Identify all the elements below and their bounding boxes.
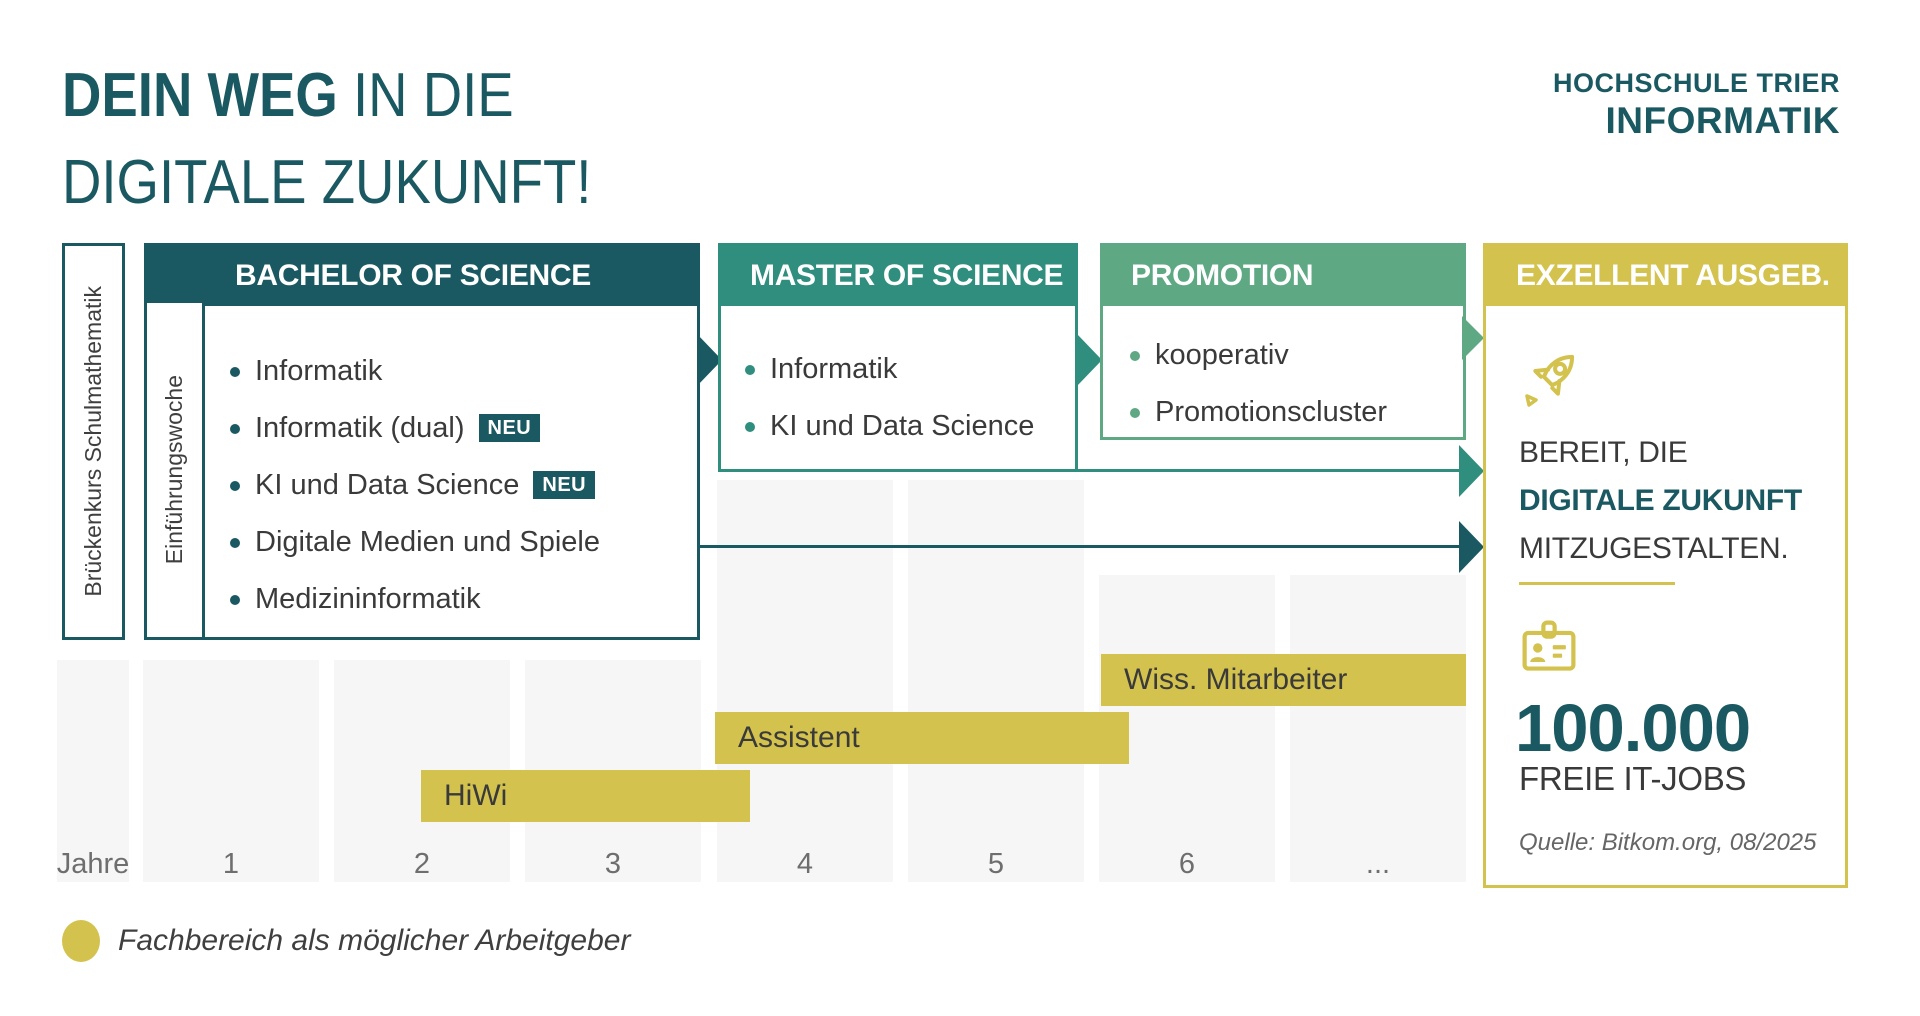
axis-label-jahre: Jahre — [56, 848, 130, 880]
intro-week-label: Einführungswoche — [161, 375, 187, 565]
bullet-icon — [230, 538, 240, 548]
bullet-icon — [230, 481, 240, 491]
bullet-icon — [745, 365, 755, 375]
outcome-header: EXZELLENT AUSGEB. — [1486, 246, 1845, 306]
neu-badge: NEU — [533, 471, 596, 499]
column-stripe-more — [1290, 575, 1466, 882]
outcome-line3: MITZUGESTALTEN. — [1519, 532, 1789, 565]
promotion-header: PROMOTION — [1103, 246, 1463, 306]
outcome-line1: BEREIT, DIE — [1519, 436, 1688, 469]
list-item: Informatik — [745, 341, 1034, 398]
outcome-message: BEREIT, DIE DIGITALE ZUKUNFT MITZUGESTAL… — [1519, 429, 1802, 573]
year-tick-1: 1 — [222, 848, 240, 880]
year-tick-more: ... — [1365, 848, 1391, 880]
bachelor-header-label: BACHELOR OF SCIENCE — [235, 259, 591, 292]
legend-label: Fachbereich als möglicher Arbeitgeber — [118, 924, 631, 957]
year-tick-3: 3 — [604, 848, 622, 880]
bachelor-box: BACHELOR OF SCIENCE — [144, 243, 700, 640]
outcome-box: EXZELLENT AUSGEB. — [1483, 243, 1848, 888]
intro-week-column: Einführungswoche — [147, 303, 205, 637]
column-stripe-year5 — [908, 480, 1084, 882]
master-to-outcome-arrow-icon — [1459, 445, 1484, 497]
year-tick-4: 4 — [796, 848, 814, 880]
employment-bar-assistent: Assistent — [715, 712, 1129, 764]
outcome-line2: DIGITALE ZUKUNFT — [1519, 484, 1802, 517]
page-title: DEIN WEG IN DIE DIGITALE ZUKUNFT! — [62, 52, 591, 226]
rocket-icon — [1525, 354, 1575, 407]
bullet-icon — [745, 422, 755, 432]
list-item: Digitale Medien und Spiele — [230, 514, 600, 571]
master-to-outcome-line — [1078, 469, 1460, 472]
logo-line1: HOCHSCHULE TRIER — [1552, 68, 1840, 98]
legend-dot-icon — [62, 920, 100, 962]
legend: Fachbereich als möglicher Arbeitgeber — [62, 920, 630, 962]
master-to-promotion-arrow-icon — [1077, 334, 1102, 386]
bullet-icon — [230, 424, 240, 434]
master-header-label: MASTER OF SCIENCE — [750, 259, 1064, 292]
master-program-list: Informatik KI und Data Science — [745, 341, 1034, 455]
outcome-header-label: EXZELLENT AUSGEB. — [1516, 259, 1830, 292]
neu-badge: NEU — [478, 414, 541, 442]
title-bold: DEIN WEG — [62, 61, 338, 130]
bridge-course-box: Brückenkurs Schulmathematik — [62, 243, 125, 640]
bullet-icon — [1130, 408, 1140, 418]
promotion-header-label: PROMOTION — [1131, 259, 1314, 292]
source-citation: Quelle: Bitkom.org, 08/2025 — [1519, 829, 1817, 856]
bar-label: HiWi — [444, 779, 508, 812]
bullet-icon — [230, 595, 240, 605]
stat-label: FREIE IT-JOBS — [1519, 760, 1747, 797]
year-tick-6: 6 — [1178, 848, 1196, 880]
bachelor-to-outcome-arrow-icon — [1459, 521, 1484, 573]
column-stripe-year1 — [143, 660, 319, 882]
promotion-to-outcome-arrow-icon — [1462, 316, 1484, 360]
list-item: KI und Data Science — [745, 398, 1034, 455]
bar-label: Assistent — [738, 721, 860, 754]
bachelor-header: BACHELOR OF SCIENCE — [147, 246, 697, 306]
promotion-box: PROMOTION — [1100, 243, 1466, 440]
promotion-list: kooperativ Promotionscluster — [1130, 327, 1387, 441]
list-item: Promotionscluster — [1130, 384, 1387, 441]
employment-bar-wiss-mitarbeiter: Wiss. Mitarbeiter — [1101, 654, 1466, 706]
divider-rule — [1519, 582, 1675, 585]
year-tick-5: 5 — [987, 848, 1005, 880]
year-tick-2: 2 — [413, 848, 431, 880]
list-item: Medizininformatik — [230, 571, 600, 628]
bar-label: Wiss. Mitarbeiter — [1124, 663, 1348, 696]
hochschule-trier-logo: HOCHSCHULE TRIER INFORMATIK — [1553, 68, 1840, 142]
list-item: Informatik — [230, 343, 600, 400]
master-header: MASTER OF SCIENCE — [721, 246, 1075, 306]
master-box: MASTER OF SCIENCE — [718, 243, 1078, 472]
list-item: kooperativ — [1130, 327, 1387, 384]
bullet-icon — [1130, 351, 1140, 361]
list-item: Informatik (dual)NEU — [230, 400, 600, 457]
title-line2: DIGITALE ZUKUNFT! — [62, 148, 592, 217]
stat-value: 100.000 — [1515, 691, 1751, 766]
bridge-course-label: Brückenkurs Schulmathematik — [80, 286, 106, 597]
employment-bar-hiwi: HiWi — [421, 770, 750, 822]
bachelor-to-master-arrow-icon — [697, 334, 722, 386]
id-card-icon — [1522, 620, 1576, 671]
title-regular: IN DIE — [353, 61, 514, 130]
logo-line2: INFORMATIK — [1605, 100, 1840, 141]
column-stripe-jahre — [57, 660, 129, 882]
bachelor-program-list: Informatik Informatik (dual)NEU KI und D… — [230, 343, 600, 628]
bachelor-to-outcome-line — [700, 545, 1460, 548]
bullet-icon — [230, 367, 240, 377]
